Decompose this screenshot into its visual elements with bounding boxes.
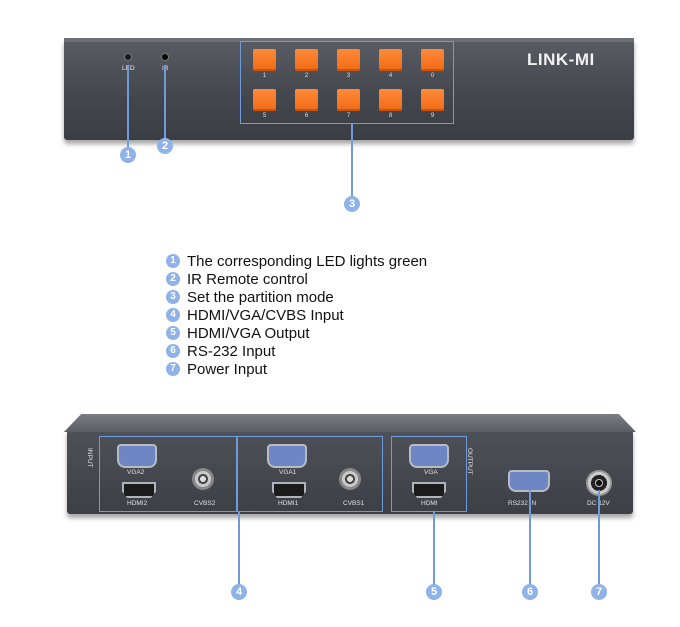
button-6[interactable] [295,89,318,111]
legend-text: Set the partition mode [187,288,334,306]
legend-item: 2 IR Remote control [166,270,427,288]
button-3-label: 3 [346,73,351,79]
button-5[interactable] [253,89,276,111]
callout-line-2 [164,66,166,139]
legend-num: 4 [166,308,180,322]
button-2[interactable] [295,49,318,71]
vga2-label: VGA2 [127,469,145,476]
hdmi2-port [122,482,156,498]
button-7[interactable] [337,89,360,111]
callout-3: 3 [344,196,360,212]
vga1-port [267,444,307,468]
cvbs1-port [339,468,361,490]
hdmi1-port [272,482,306,498]
button-7-label: 7 [346,113,351,119]
legend-text: Power Input [187,360,268,378]
button-1[interactable] [253,49,276,71]
rear-panel: INPUT OUTPUT VGA2 HDMI2 CVBS2 VGA1 HDMI1… [67,430,633,514]
vga-out-label: VGA [424,469,438,476]
callout-line-3 [351,124,353,197]
brand-logo: LINK-MI [527,50,595,69]
callout-1: 1 [120,147,136,163]
button-1-label: 1 [262,73,267,79]
vga2-port [117,444,157,468]
input-frame [99,436,383,512]
cvbs1-label: CVBS1 [343,500,365,507]
output-label: OUTPUT [466,448,473,475]
legend-item: 3 Set the partition mode [166,288,427,306]
callout-line-1 [127,66,129,148]
hdmi-out-label: HDMI [421,500,438,507]
output-frame [391,436,467,512]
callout-5: 5 [426,584,442,600]
callout-line-7 [598,490,600,585]
button-8[interactable] [379,89,402,111]
rs232-label: RS232 IN [508,500,537,507]
hdmi-out-port [412,482,446,498]
rs232-port [508,470,550,492]
button-5-label: 5 [262,113,267,119]
callout-6: 6 [522,584,538,600]
legend-item: 4 HDMI/VGA/CVBS Input [166,306,427,324]
button-9[interactable] [421,89,444,111]
ir-sensor [161,53,169,61]
callout-line-6 [529,490,531,585]
button-3[interactable] [337,49,360,71]
input-divider [236,436,238,512]
front-panel: LED IR 1 2 3 4 0 5 6 7 8 9 [64,38,634,140]
legend-item: 7 Power Input [166,360,427,378]
legend-text: The corresponding LED lights green [187,252,428,270]
button-group-frame [240,41,454,124]
cvbs2-port [192,468,214,490]
vga-out-port [409,444,449,468]
legend-num: 5 [166,326,180,340]
legend-text: HDMI/VGA/CVBS Input [187,306,344,324]
cvbs2-label: CVBS2 [194,500,216,507]
callout-line-4 [238,512,240,585]
button-4-label: 4 [388,73,393,79]
legend-list: 1 The corresponding LED lights green 2 IR … [166,252,427,378]
button-2-label: 2 [304,73,309,79]
legend-text: IR Remote control [187,270,308,288]
legend-text: RS-232 Input [187,342,276,360]
legend-item: 5 HDMI/VGA Output [166,324,427,342]
input-label: INPUT [86,448,93,468]
legend-num: 3 [166,290,180,304]
legend-num: 1 [166,254,180,268]
legend-num: 2 [166,272,180,286]
callout-2: 2 [157,138,173,154]
button-8-label: 8 [388,113,393,119]
button-0[interactable] [421,49,444,71]
button-6-label: 6 [304,113,309,119]
button-9-label: 9 [430,113,435,119]
callout-4: 4 [231,584,247,600]
legend-item: 1 The corresponding LED lights green [166,252,427,270]
vga1-label: VGA1 [279,469,297,476]
legend-text: HDMI/VGA Output [187,324,310,342]
button-0-label: 0 [430,73,435,79]
hdmi1-label: HDMI1 [278,500,299,507]
callout-line-5 [433,512,435,585]
hdmi2-label: HDMI2 [127,500,148,507]
button-4[interactable] [379,49,402,71]
callout-7: 7 [591,584,607,600]
legend-item: 6 RS-232 Input [166,342,427,360]
legend-num: 7 [166,362,180,376]
led-indicator [124,53,132,61]
legend-num: 6 [166,344,180,358]
